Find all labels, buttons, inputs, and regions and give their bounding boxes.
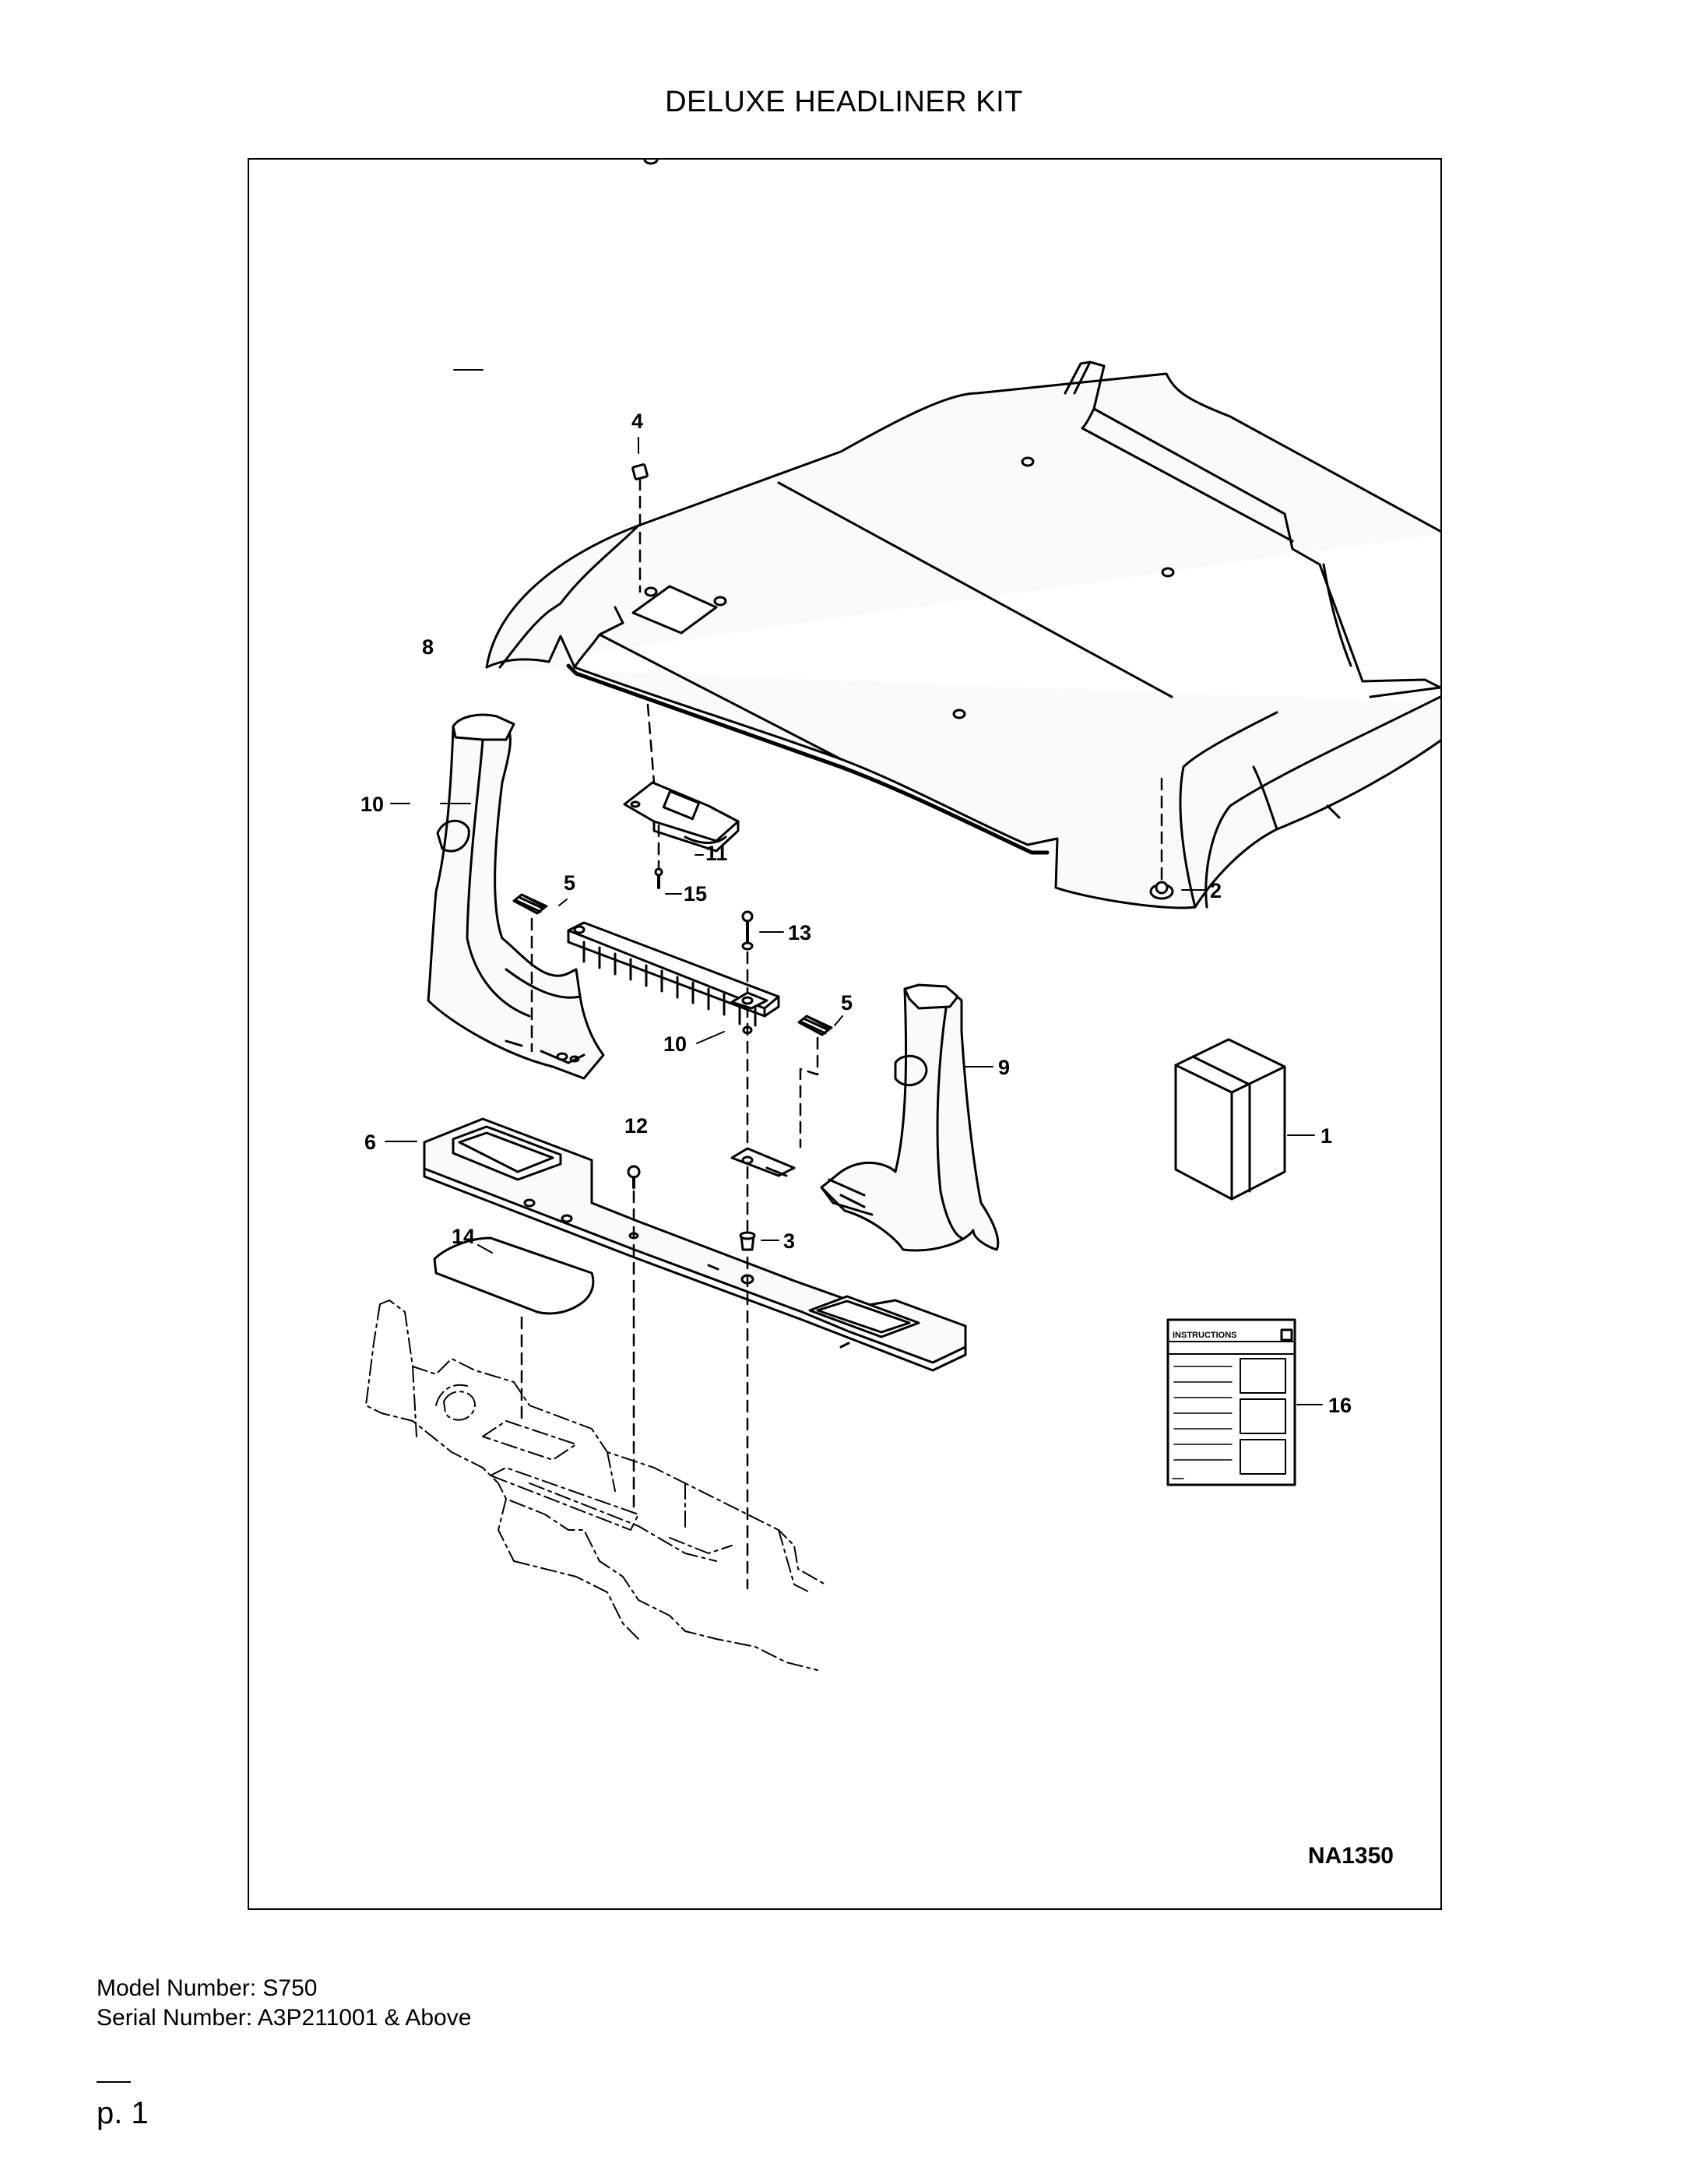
carton-box	[1174, 1038, 1286, 1201]
callout-13: 13	[788, 921, 811, 944]
page-rule	[97, 2081, 131, 2083]
vent-panel	[567, 921, 780, 1027]
diagram-code: NA1350	[1307, 1843, 1394, 1869]
callout-7: 11	[705, 842, 728, 865]
callout-10: 10	[360, 793, 384, 816]
callout-5b: 5	[841, 991, 853, 1015]
callout-8: 8	[422, 635, 434, 659]
floor-panel	[423, 1117, 967, 1372]
page-title: DELUXE HEADLINER KIT	[665, 86, 1023, 118]
bolt-13	[741, 910, 754, 951]
screw-15	[654, 867, 663, 889]
leader-lines	[385, 369, 1323, 1405]
fastener-3	[739, 1231, 756, 1251]
dome-light	[623, 781, 740, 853]
left-pillar-trim	[427, 713, 605, 1080]
callout-2: 2	[1210, 879, 1222, 902]
model-number: Model Number: S750	[97, 1975, 318, 2001]
callout-11: 10	[663, 1032, 687, 1056]
clip-right	[797, 1015, 833, 1036]
bracket-lower	[730, 1147, 796, 1177]
callout-6: 6	[364, 1131, 376, 1154]
callout-5a: 5	[564, 871, 575, 895]
phantom-floor	[365, 1299, 826, 1671]
pad-14	[433, 1236, 595, 1315]
bracket-upper	[730, 991, 768, 1035]
callout-4: 4	[631, 410, 643, 433]
page-number: p. 1	[97, 2096, 149, 2130]
instructions-label: INSTRUCTIONS	[1173, 1331, 1237, 1340]
callout-9: 9	[998, 1056, 1010, 1079]
right-pillar-trim	[820, 983, 1000, 1252]
screw-12	[627, 1165, 641, 1189]
callout-16: 16	[1328, 1394, 1352, 1417]
callout-14: 14	[452, 1225, 475, 1248]
clip-4	[631, 463, 649, 480]
model-info: Model Number: S750 Serial Number: A3P211…	[97, 1974, 471, 2033]
callout-12: 12	[624, 1114, 648, 1138]
instructions-sheet	[1166, 1318, 1296, 1486]
parts-diagram: INSTRUCTIONS 4 8 10 11 1	[248, 158, 1442, 1910]
nut-2	[1149, 881, 1174, 900]
callout-3: 3	[783, 1229, 795, 1253]
headliner	[485, 160, 1440, 909]
callout-1: 1	[1321, 1124, 1332, 1148]
callout-15: 15	[684, 882, 707, 906]
clip-left	[512, 893, 548, 915]
serial-number: Serial Number: A3P211001 & Above	[97, 2005, 472, 2031]
